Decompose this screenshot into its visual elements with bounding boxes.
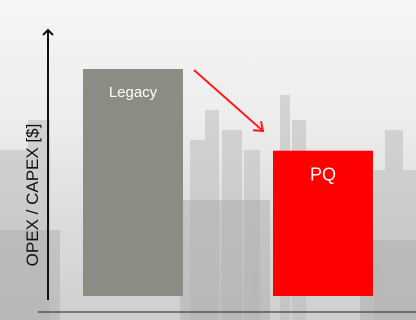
bar-legacy [83,69,183,296]
bar-label-pq: PQ [310,165,336,185]
bar-label-legacy: Legacy [109,84,158,101]
y-axis-label: OPEX / CAPEX [$] [23,124,42,267]
bar-pq [273,150,373,296]
decrease-arrow [193,69,265,133]
